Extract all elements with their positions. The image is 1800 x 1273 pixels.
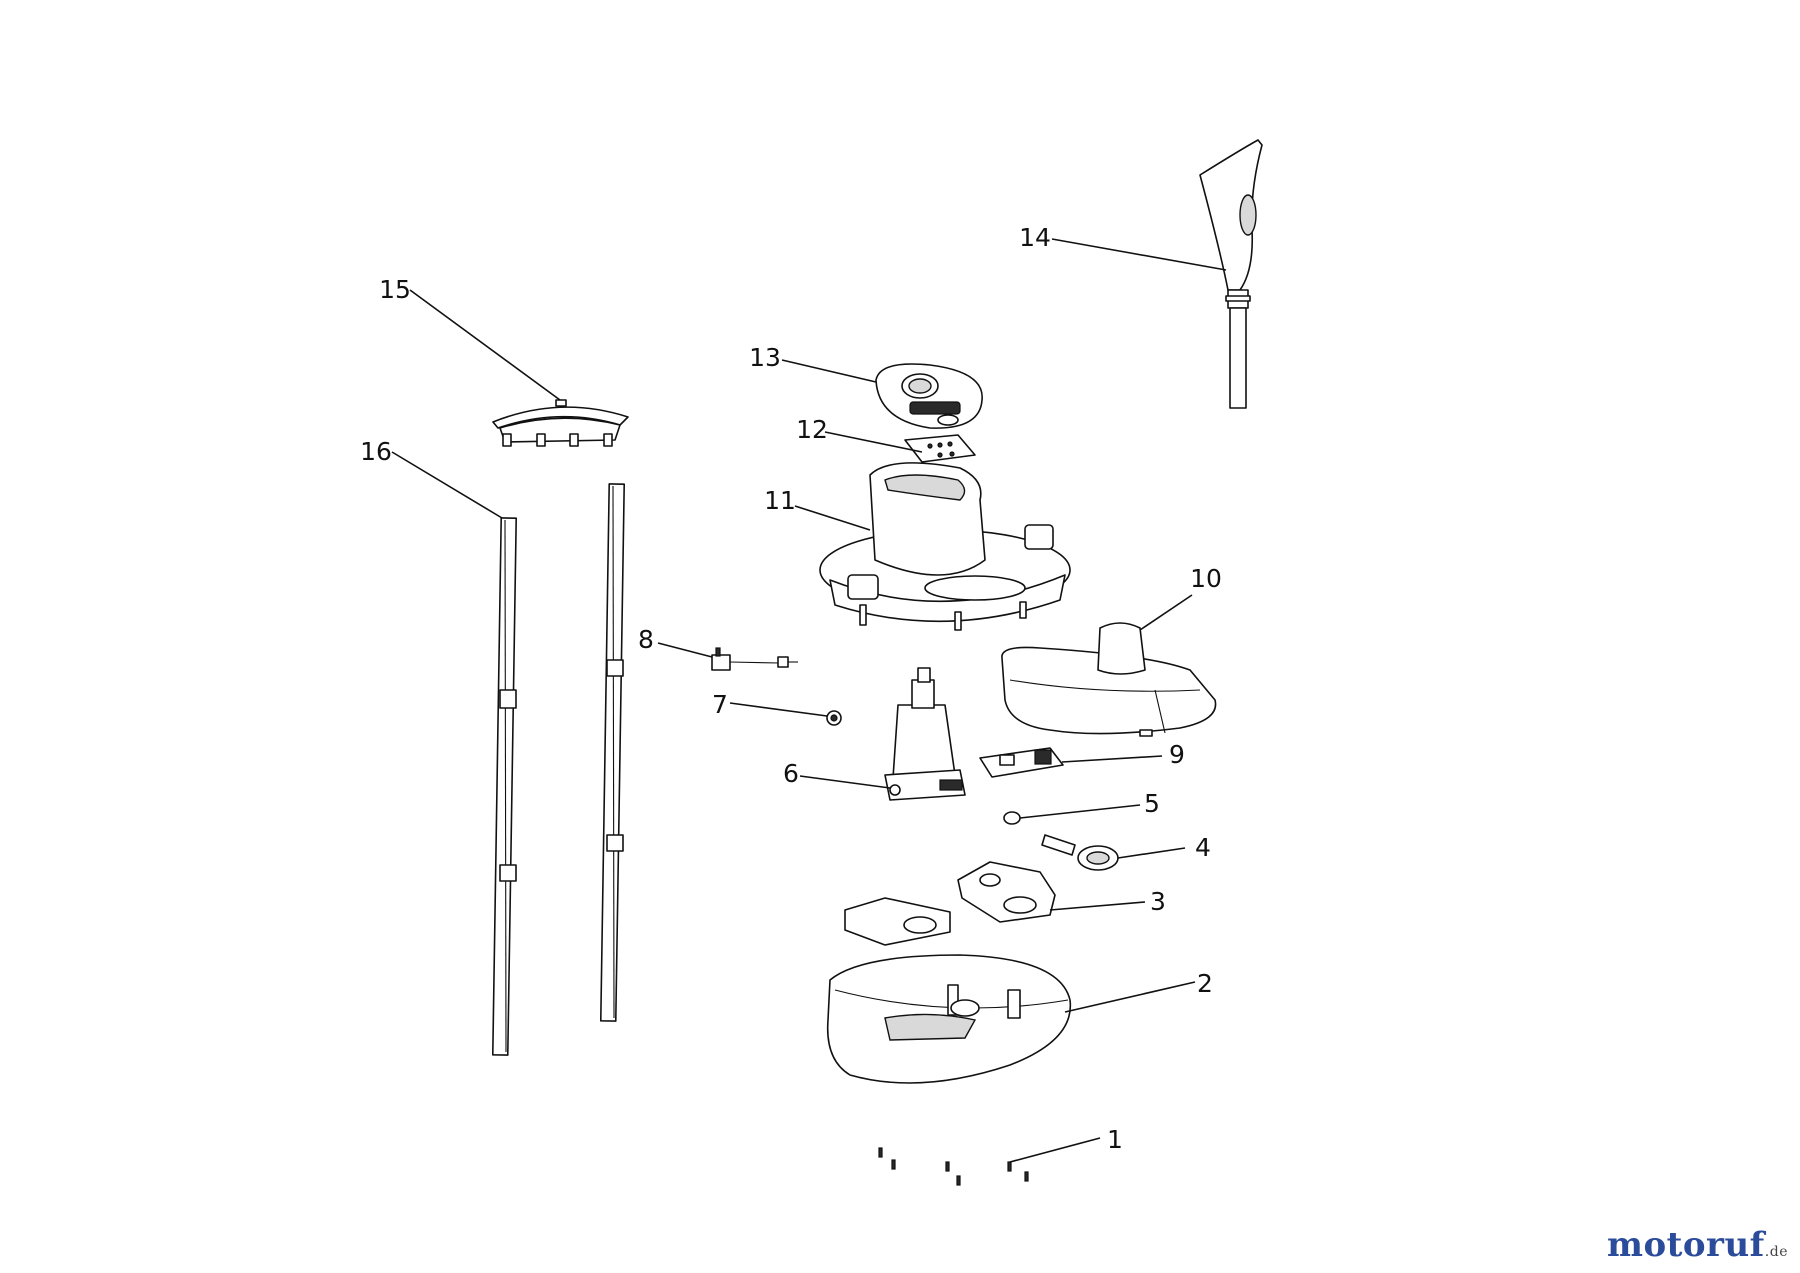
callout-11: 11 [764,486,796,515]
watermark-suffix: .de [1764,1244,1788,1260]
part-11-upper-housing[interactable] [819,462,1071,631]
callout-4: 4 [1195,833,1211,862]
callout-7: 7 [712,690,728,719]
part-6-pump[interactable] [884,667,966,801]
callout-5: 5 [1144,789,1160,818]
callout-15: 15 [379,275,411,304]
callout-1: 1 [1107,1125,1123,1154]
part-5-nipple[interactable] [1003,811,1021,825]
part-14-nozzle[interactable] [1199,139,1263,409]
part-3-brackets[interactable] [844,861,1056,946]
part-13-control-cover[interactable] [875,363,983,429]
part-12-plate[interactable] [904,434,976,463]
callout-6: 6 [783,759,799,788]
callout-10: 10 [1190,564,1222,593]
callout-16: 16 [360,437,392,466]
part-2-base[interactable] [826,954,1072,1084]
callout-12: 12 [796,415,828,444]
callout-14: 14 [1019,223,1051,252]
part-4-connector[interactable] [1041,834,1119,871]
brand-watermark: motoruf.de [1607,1225,1788,1265]
watermark-brand: motoruf [1607,1225,1765,1265]
callout-8: 8 [638,625,654,654]
callout-3: 3 [1150,887,1166,916]
part-16-rails[interactable] [491,483,626,1056]
callout-2: 2 [1197,969,1213,998]
part-15-cover[interactable] [492,399,629,447]
part-1-screws[interactable] [878,1147,1029,1186]
part-9-board[interactable] [979,747,1064,778]
callout-13: 13 [749,343,781,372]
part-10-tank[interactable] [1001,622,1217,737]
callout-labels: 1 2 3 4 5 6 7 8 9 10 11 12 13 14 15 16 [360,223,1222,1154]
part-8-plug[interactable] [711,647,798,671]
leader-lines [391,238,1227,1163]
callout-9: 9 [1169,740,1185,769]
part-7-fitting[interactable] [826,710,842,726]
